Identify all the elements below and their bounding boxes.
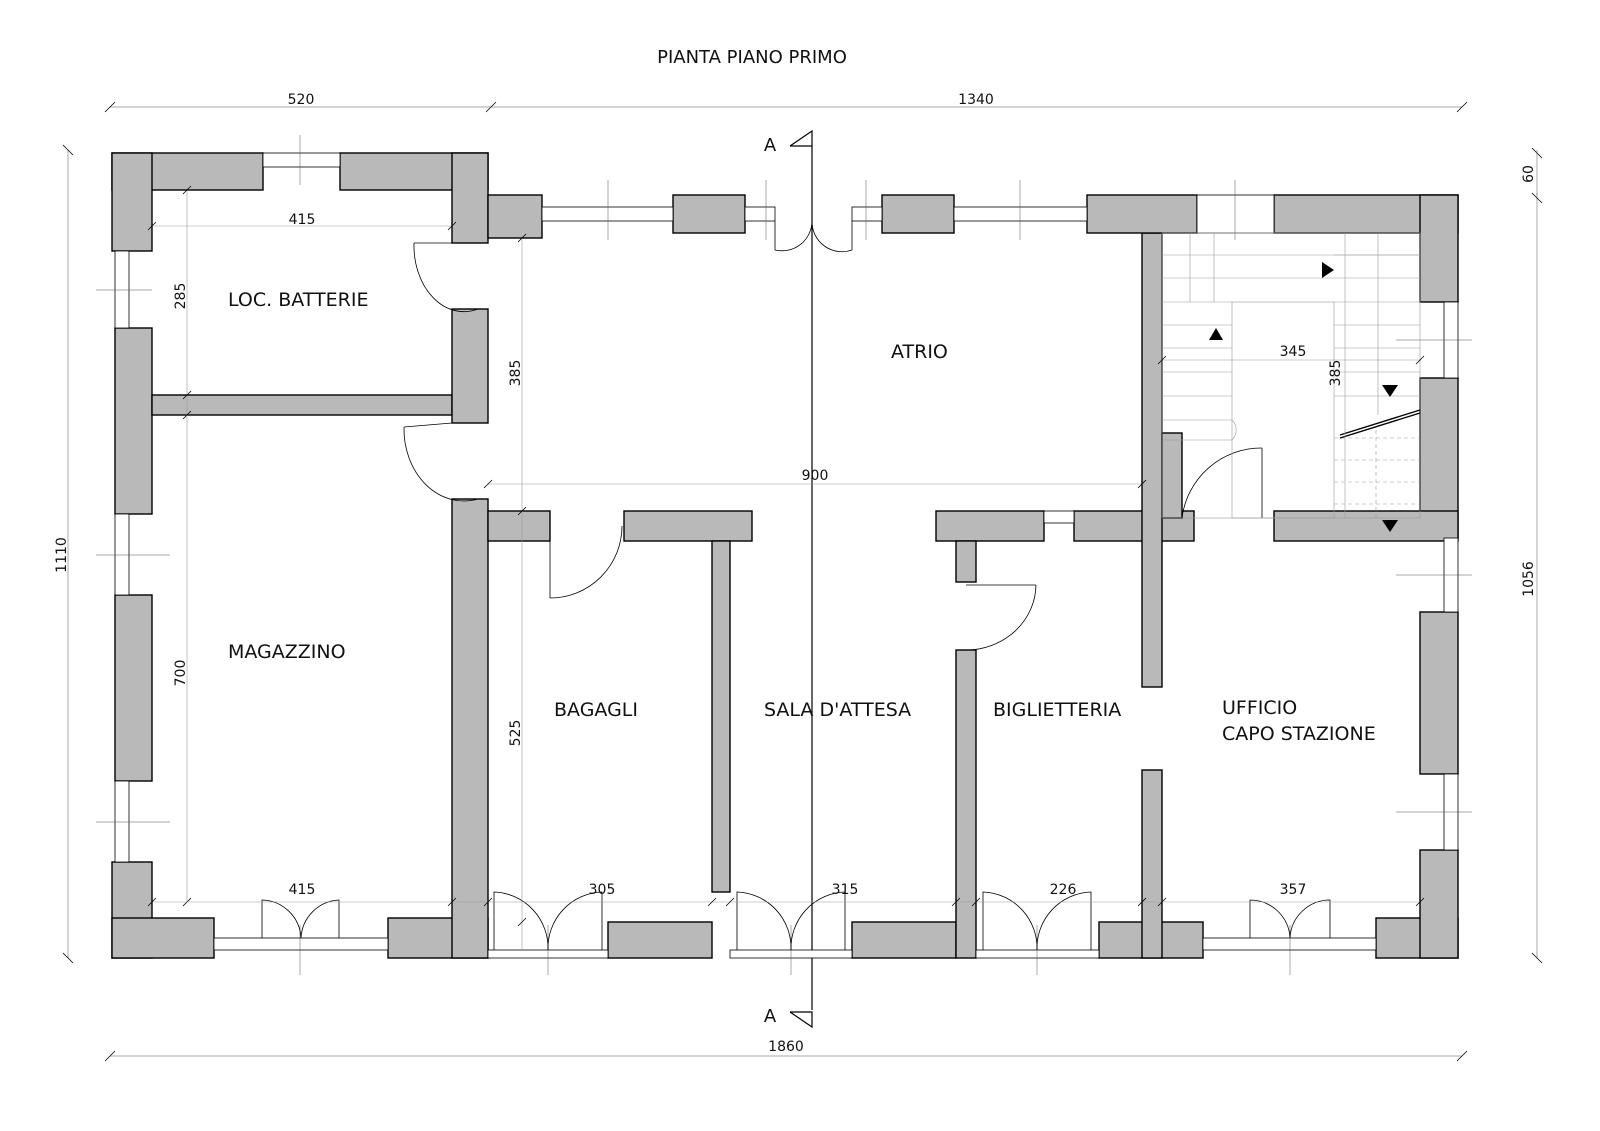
room-label-atrio: ATRIO — [891, 341, 948, 363]
dim-bottom-ufficio: 357 — [1280, 882, 1307, 898]
room-label-ufficio-line1: UFFICIO — [1222, 697, 1297, 719]
dim-atrio-depth: 385 — [508, 360, 524, 387]
dim-top-right: 1340 — [958, 92, 994, 108]
dim-bottom-sala: 315 — [832, 882, 859, 898]
overall-dimensions — [62, 101, 1543, 1062]
doors — [261, 220, 1331, 951]
staircase — [1161, 232, 1421, 532]
room-label-bagagli: BAGAGLI — [554, 699, 638, 721]
dim-batterie-depth: 285 — [173, 283, 189, 310]
section-label-top: A — [764, 135, 777, 156]
dim-bottom-biglietteria: 226 — [1050, 882, 1077, 898]
dim-right-total: 1056 — [1521, 561, 1537, 597]
room-label-sala-attesa: SALA D'ATTESA — [764, 699, 911, 721]
dim-magazzino-depth: 700 — [173, 660, 189, 687]
dim-stair-width: 345 — [1280, 344, 1307, 360]
windows — [114, 152, 1459, 959]
dim-bottom-bagagli: 305 — [589, 882, 616, 898]
interior-dimensions — [147, 185, 1425, 950]
dim-atrio-width: 900 — [802, 468, 829, 484]
dim-stair-depth: 385 — [1328, 360, 1344, 387]
room-label-loc-batterie: LOC. BATTERIE — [228, 289, 368, 311]
dim-batterie-width: 415 — [289, 212, 316, 228]
dim-left-total: 1110 — [54, 537, 70, 573]
dim-right-top: 60 — [1521, 165, 1537, 183]
room-label-biglietteria: BIGLIETTERIA — [993, 699, 1121, 721]
room-label-ufficio-line2: CAPO STAZIONE — [1222, 723, 1376, 745]
section-label-bottom: A — [764, 1006, 777, 1027]
dim-bottom-total: 1860 — [768, 1039, 804, 1055]
window-axis-marks — [96, 135, 1472, 975]
dim-top-left: 520 — [288, 92, 315, 108]
dim-bottom-magazzino: 415 — [289, 882, 316, 898]
room-label-magazzino: MAGAZZINO — [228, 641, 346, 663]
section-line-a — [789, 129, 813, 1029]
walls — [111, 152, 1459, 959]
plan-title: PIANTA PIANO PRIMO — [657, 47, 847, 68]
dim-bagagli-depth: 525 — [508, 720, 524, 747]
